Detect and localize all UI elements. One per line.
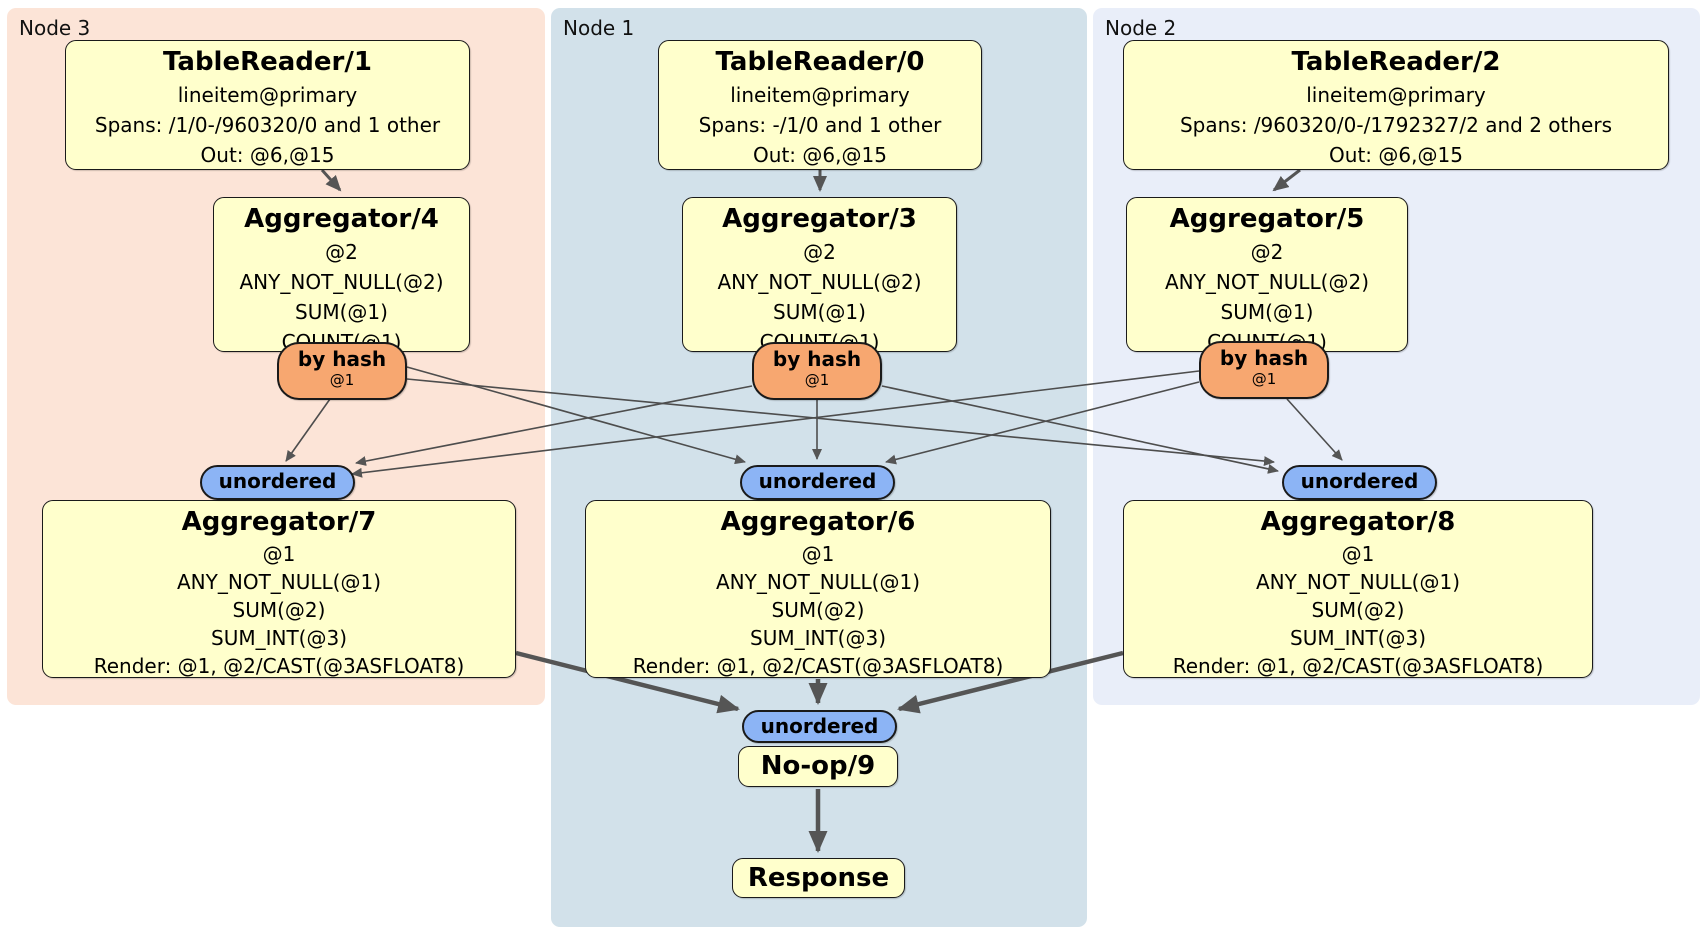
box-line: Render: @1, @2/CAST(@3ASFLOAT8) xyxy=(632,654,1004,678)
box-line: Spans: /1/0-/960320/0 and 1 other xyxy=(94,113,441,137)
region-node1-label: Node 1 xyxy=(563,16,635,40)
tablereader-0-title: TableReader/0 xyxy=(715,47,925,77)
tablereader-1-title: TableReader/1 xyxy=(163,47,372,77)
aggregator-7-title: Aggregator/7 xyxy=(181,507,377,537)
final-unordered-sync: unordered xyxy=(742,710,897,743)
node1-unordered-sync: unordered xyxy=(740,465,895,500)
unordered-sync-label: unordered xyxy=(760,714,879,738)
tablereader-1-box: TableReader/1 lineitem@primary Spans: /1… xyxy=(65,40,470,170)
aggregator-7-box: Aggregator/7 @1 ANY_NOT_NULL(@1) SUM(@2)… xyxy=(42,500,516,678)
box-line: @2 xyxy=(1250,240,1284,264)
aggregator-5-title: Aggregator/5 xyxy=(1169,204,1365,234)
box-line: lineitem@primary xyxy=(1306,83,1486,107)
noop-9-title: No-op/9 xyxy=(760,751,876,781)
box-line: lineitem@primary xyxy=(177,83,358,107)
node1-hash-router: by hash @1 xyxy=(752,342,882,400)
box-line: Out: @6,@15 xyxy=(1329,143,1463,167)
box-line: Spans: -/1/0 and 1 other xyxy=(698,113,942,137)
box-line: Render: @1, @2/CAST(@3ASFLOAT8) xyxy=(93,654,465,678)
box-line: ANY_NOT_NULL(@2) xyxy=(717,270,922,294)
box-line: @1 xyxy=(801,542,835,566)
aggregator-5-box: Aggregator/5 @2 ANY_NOT_NULL(@2) SUM(@1)… xyxy=(1126,197,1408,354)
box-line: @2 xyxy=(325,240,358,264)
box-line: ANY_NOT_NULL(@2) xyxy=(239,270,444,294)
hash-router-label: by hash xyxy=(1219,346,1309,370)
box-line: lineitem@primary xyxy=(730,83,910,107)
hash-router-label: by hash xyxy=(772,347,862,371)
box-line: Spans: /960320/0-/1792327/2 and 2 others xyxy=(1179,113,1612,137)
box-line: SUM(@1) xyxy=(1220,300,1314,324)
hash-router-detail: @1 xyxy=(1251,370,1277,388)
box-line: Out: @6,@15 xyxy=(200,143,335,167)
aggregator-8-title: Aggregator/8 xyxy=(1260,507,1456,537)
box-line: SUM(@2) xyxy=(1311,598,1405,622)
box-line: ANY_NOT_NULL(@1) xyxy=(1256,570,1460,594)
box-line: SUM(@1) xyxy=(773,300,866,324)
node2-hash-router: by hash @1 xyxy=(1199,341,1329,399)
box-line: SUM_INT(@3) xyxy=(211,626,347,650)
aggregator-8-box: Aggregator/8 @1 ANY_NOT_NULL(@1) SUM(@2)… xyxy=(1123,500,1593,678)
node3-hash-router: by hash @1 xyxy=(277,342,407,400)
box-line: SUM_INT(@3) xyxy=(1290,626,1426,650)
aggregator-4-box: Aggregator/4 @2 ANY_NOT_NULL(@2) SUM(@1)… xyxy=(213,197,470,354)
aggregator-6-box: Aggregator/6 @1 ANY_NOT_NULL(@1) SUM(@2)… xyxy=(585,500,1051,678)
box-line: @1 xyxy=(1341,542,1375,566)
hash-router-detail: @1 xyxy=(804,371,830,389)
aggregator-6-title: Aggregator/6 xyxy=(720,507,916,537)
box-line: SUM(@1) xyxy=(295,300,388,324)
unordered-sync-label: unordered xyxy=(218,469,337,493)
box-line: SUM(@2) xyxy=(232,598,326,622)
tablereader-0-box: TableReader/0 lineitem@primary Spans: -/… xyxy=(658,40,982,170)
tablereader-2-box: TableReader/2 lineitem@primary Spans: /9… xyxy=(1123,40,1669,170)
aggregator-3-box: Aggregator/3 @2 ANY_NOT_NULL(@2) SUM(@1)… xyxy=(682,197,957,354)
hash-router-label: by hash xyxy=(297,347,387,371)
node2-unordered-sync: unordered xyxy=(1282,465,1437,500)
box-line: Out: @6,@15 xyxy=(753,143,887,167)
region-node3-label: Node 3 xyxy=(19,16,91,40)
box-line: Render: @1, @2/CAST(@3ASFLOAT8) xyxy=(1172,654,1544,678)
box-line: @2 xyxy=(803,240,836,264)
noop-9-box: No-op/9 xyxy=(738,746,898,787)
aggregator-3-title: Aggregator/3 xyxy=(722,204,917,234)
box-line: ANY_NOT_NULL(@1) xyxy=(716,570,920,594)
box-line: SUM(@2) xyxy=(771,598,865,622)
box-line: @1 xyxy=(262,542,296,566)
box-line: ANY_NOT_NULL(@1) xyxy=(177,570,381,594)
box-line: SUM_INT(@3) xyxy=(750,626,886,650)
unordered-sync-label: unordered xyxy=(1300,469,1419,493)
response-title: Response xyxy=(747,863,890,893)
node3-unordered-sync: unordered xyxy=(200,465,355,500)
unordered-sync-label: unordered xyxy=(758,469,877,493)
region-node2-label: Node 2 xyxy=(1105,16,1177,40)
aggregator-4-title: Aggregator/4 xyxy=(244,204,439,234)
hash-router-detail: @1 xyxy=(329,371,355,389)
box-line: ANY_NOT_NULL(@2) xyxy=(1165,270,1369,294)
response-box: Response xyxy=(732,858,905,898)
tablereader-2-title: TableReader/2 xyxy=(1291,47,1501,77)
